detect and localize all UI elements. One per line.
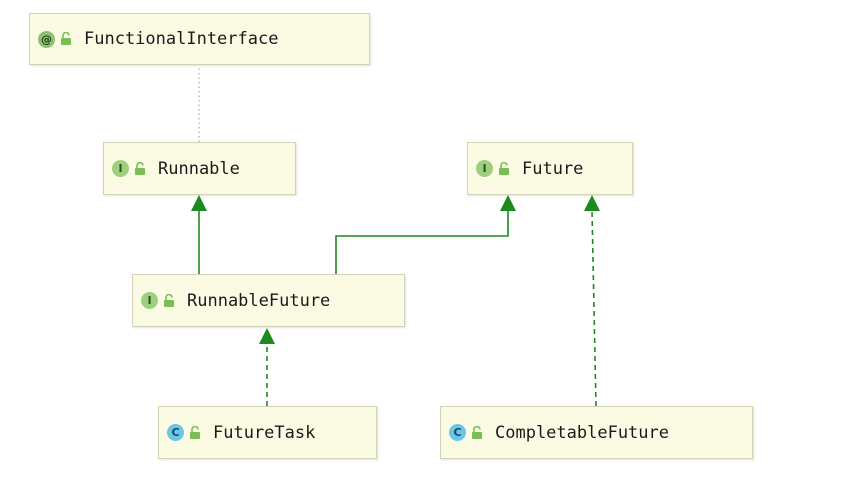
- open-lock-icon: [190, 425, 200, 439]
- node-runnable-future[interactable]: I RunnableFuture: [132, 274, 405, 327]
- edge-runnablefuture-future: [335, 208, 509, 274]
- node-label: RunnableFuture: [187, 290, 331, 311]
- class-icon: C: [449, 424, 466, 441]
- arrowhead-future-from-completablefuture: [584, 195, 600, 211]
- open-lock-icon: [499, 161, 509, 175]
- node-future-task[interactable]: C FutureTask: [158, 406, 377, 459]
- node-label: Runnable: [158, 158, 240, 179]
- arrowhead-future-from-runnablefuture: [500, 195, 516, 211]
- open-lock-icon: [472, 425, 482, 439]
- node-completable-future[interactable]: C CompletableFuture: [440, 406, 753, 459]
- node-functional-interface[interactable]: @ FunctionalInterface: [29, 13, 370, 65]
- annotation-icon: @: [38, 30, 55, 48]
- open-lock-icon: [164, 293, 174, 307]
- interface-icon: I: [141, 292, 158, 309]
- interface-icon: I: [112, 160, 129, 177]
- node-future[interactable]: I Future: [467, 142, 633, 195]
- open-lock-icon: [61, 32, 71, 45]
- class-icon: C: [167, 424, 184, 441]
- node-label: FutureTask: [213, 422, 316, 443]
- arrowhead-runnablefuture: [259, 328, 275, 344]
- node-label: FunctionalInterface: [84, 29, 279, 49]
- node-label: CompletableFuture: [495, 422, 669, 443]
- interface-icon: I: [476, 160, 493, 177]
- node-label: Future: [522, 158, 584, 179]
- edge-completablefuture-future: [591, 209, 597, 407]
- arrowhead-runnable: [191, 195, 207, 211]
- open-lock-icon: [135, 161, 145, 175]
- node-runnable[interactable]: I Runnable: [103, 142, 296, 195]
